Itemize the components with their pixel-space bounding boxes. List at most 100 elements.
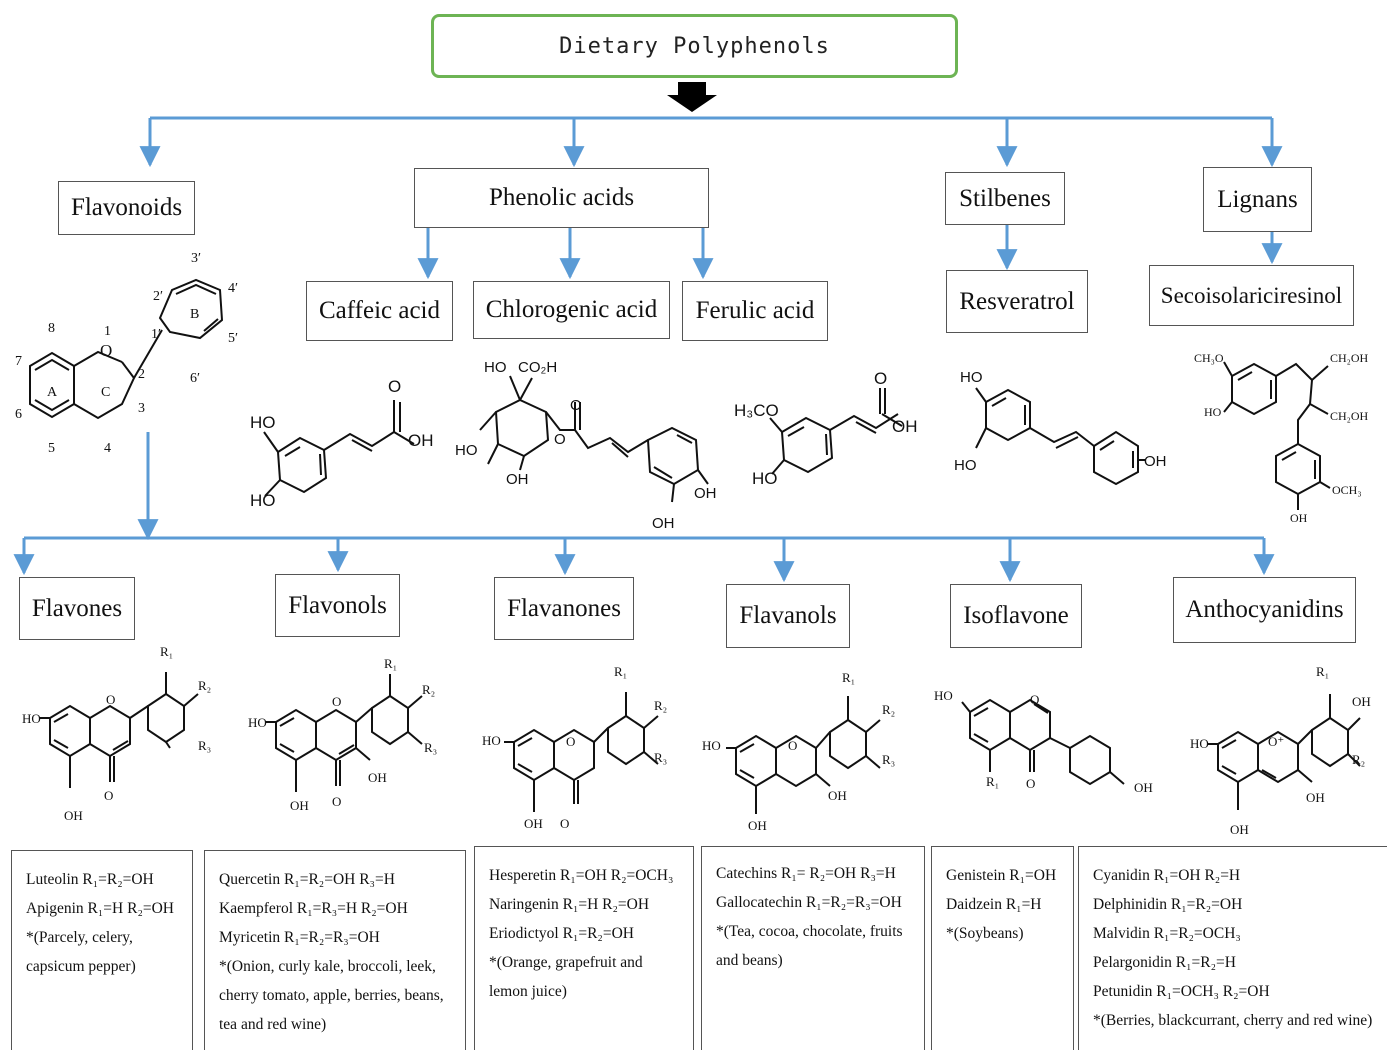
category-flavonoids: Flavonoids bbox=[58, 181, 195, 235]
svg-text:8: 8 bbox=[48, 321, 55, 336]
note-line: Petunidin R₁=OCH₃ R₂=OH bbox=[1093, 983, 1270, 1000]
resveratrol-structure bbox=[975, 387, 1146, 486]
svg-text:O: O bbox=[100, 341, 112, 360]
svg-text:OH: OH bbox=[290, 798, 309, 813]
svg-text:2′: 2′ bbox=[153, 289, 163, 304]
chlorogenic-acid-structure bbox=[479, 375, 709, 503]
secoisolariciresinol-structure bbox=[1223, 361, 1331, 510]
svg-text:R₃: R₃ bbox=[198, 738, 211, 753]
svg-text:B: B bbox=[190, 307, 199, 322]
note-line: Hesperetin R₁=OH R₂=OCH₃ bbox=[489, 867, 674, 884]
svg-text:CO₂H: CO₂H bbox=[518, 359, 557, 376]
svg-text:R₂: R₂ bbox=[882, 702, 895, 717]
note-line: Gallocatechin R₁=R₂=R₃=OH bbox=[716, 894, 902, 911]
subclass-anthocyanidins: Anthocyanidins bbox=[1173, 577, 1356, 643]
svg-text:C: C bbox=[101, 385, 110, 400]
note-line: tea and red wine) bbox=[219, 1016, 327, 1033]
subclass-flavanones: Flavanones bbox=[494, 577, 634, 640]
category-label: Stilbenes bbox=[959, 184, 1051, 212]
isoflavone-structure bbox=[961, 698, 1125, 786]
svg-text:HO: HO bbox=[484, 359, 507, 376]
svg-text:5: 5 bbox=[48, 441, 55, 456]
ferulic-acid-labels: H₃CO HO O OH bbox=[734, 369, 918, 488]
svg-text:O: O bbox=[104, 788, 113, 803]
note-line: *(Orange, grapefruit and bbox=[489, 954, 643, 971]
svg-text:R₃: R₃ bbox=[882, 752, 895, 767]
top-connectors bbox=[139, 116, 1283, 168]
subclass-label: Anthocyanidins bbox=[1185, 596, 1344, 623]
svg-text:CH₃O: CH₃O bbox=[1194, 351, 1224, 365]
subclass-flavonols: Flavonols bbox=[275, 574, 400, 637]
note-line: Catechins R₁= R₂=OH R₃=H bbox=[716, 865, 896, 882]
category-stilbenes: Stilbenes bbox=[945, 172, 1065, 225]
note-line: Luteolin R₁=R₂=OH bbox=[26, 871, 154, 888]
svg-text:OH: OH bbox=[1230, 822, 1249, 837]
svg-text:6′: 6′ bbox=[190, 371, 200, 386]
svg-text:HO: HO bbox=[954, 457, 977, 474]
svg-text:2: 2 bbox=[138, 367, 145, 382]
svg-text:R₁: R₁ bbox=[160, 644, 173, 659]
svg-text:OH: OH bbox=[1144, 453, 1167, 470]
svg-text:R₁: R₁ bbox=[1316, 664, 1329, 679]
flavanol-structure bbox=[726, 696, 881, 814]
note-line: and beans) bbox=[716, 952, 783, 969]
flavonol-labels: HO OH OH O O R₁ R₂ R₃ bbox=[248, 656, 437, 813]
svg-text:A: A bbox=[47, 385, 58, 400]
svg-text:R₃: R₃ bbox=[424, 740, 437, 755]
svg-text:O: O bbox=[332, 694, 341, 709]
svg-text:OH: OH bbox=[748, 818, 767, 833]
compound-caffeic-acid: Caffeic acid bbox=[306, 281, 453, 341]
note-anthocyanidins: Cyanidin R₁=OH R₂=H Delphinidin R₁=R₂=OH… bbox=[1078, 846, 1387, 1050]
svg-text:O: O bbox=[570, 397, 582, 414]
svg-text:OH: OH bbox=[1306, 790, 1325, 805]
flavanone-structure bbox=[504, 692, 659, 812]
note-line: Pelargonidin R₁=R₂=H bbox=[1093, 954, 1236, 971]
svg-text:OH: OH bbox=[368, 770, 387, 785]
svg-text:1′: 1′ bbox=[151, 327, 161, 342]
svg-text:R₁: R₁ bbox=[384, 656, 397, 671]
svg-text:HO: HO bbox=[960, 369, 983, 386]
svg-text:HO: HO bbox=[752, 469, 778, 488]
svg-text:HO: HO bbox=[22, 711, 41, 726]
svg-text:O: O bbox=[1030, 692, 1039, 707]
svg-text:O: O bbox=[388, 377, 401, 396]
compound-label: Ferulic acid bbox=[695, 297, 815, 324]
svg-text:HO: HO bbox=[702, 738, 721, 753]
note-line: *(Onion, curly kale, broccoli, leek, bbox=[219, 958, 436, 975]
compound-label: Chlorogenic acid bbox=[485, 296, 658, 323]
compound-resveratrol: Resveratrol bbox=[946, 270, 1088, 333]
svg-text:HO: HO bbox=[1190, 736, 1209, 751]
subclass-flavanols: Flavanols bbox=[726, 584, 850, 648]
note-line: Daidzein R₁=H bbox=[946, 896, 1042, 913]
note-flavonols: Quercetin R₁=R₂=OH R₃=H Kaempferol R₁=R₃… bbox=[204, 850, 466, 1050]
compound-label: Resveratrol bbox=[959, 287, 1075, 315]
flavone-structure bbox=[40, 672, 199, 788]
compound-chlorogenic-acid: Chlorogenic acid bbox=[473, 281, 670, 339]
secoisolariciresinol-labels: CH₃O HO CH₂OH CH₂OH OCH₃ OH bbox=[1194, 351, 1369, 525]
resveratrol-labels: HO HO OH bbox=[954, 369, 1167, 474]
anthocyanidin-labels: HO OH OH O⁺ OH R₁ R₂ bbox=[1190, 664, 1371, 837]
note-line: *(Parcely, celery, bbox=[26, 929, 133, 946]
svg-text:R₂: R₂ bbox=[198, 678, 211, 693]
svg-text:6: 6 bbox=[15, 407, 22, 422]
note-line: Naringenin R₁=H R₂=OH bbox=[489, 896, 650, 913]
main-down-arrow bbox=[667, 82, 717, 112]
svg-text:O: O bbox=[788, 738, 797, 753]
svg-text:HO: HO bbox=[934, 688, 953, 703]
svg-text:CH₂OH: CH₂OH bbox=[1330, 409, 1369, 423]
flavonoid-core-labels: A C B O 1 2 3 4 5 6 7 8 1′ 2′ 3′ 4′ 5′ 6… bbox=[15, 251, 238, 456]
svg-text:OH: OH bbox=[64, 808, 83, 823]
category-phenolic-acids: Phenolic acids bbox=[414, 168, 709, 228]
subclass-isoflavone: Isoflavone bbox=[950, 584, 1082, 648]
note-line: Delphinidin R₁=R₂=OH bbox=[1093, 896, 1243, 913]
flavonol-structure bbox=[266, 674, 423, 792]
subclass-label: Flavanols bbox=[739, 602, 837, 629]
note-line: Malvidin R₁=R₂=OCH₃ bbox=[1093, 925, 1241, 942]
flavonoid-connectors bbox=[13, 432, 1275, 583]
svg-text:OH: OH bbox=[694, 485, 717, 502]
svg-text:OH: OH bbox=[892, 417, 918, 436]
svg-text:3′: 3′ bbox=[191, 251, 201, 266]
svg-text:HO: HO bbox=[250, 413, 276, 432]
svg-text:O: O bbox=[874, 369, 887, 388]
